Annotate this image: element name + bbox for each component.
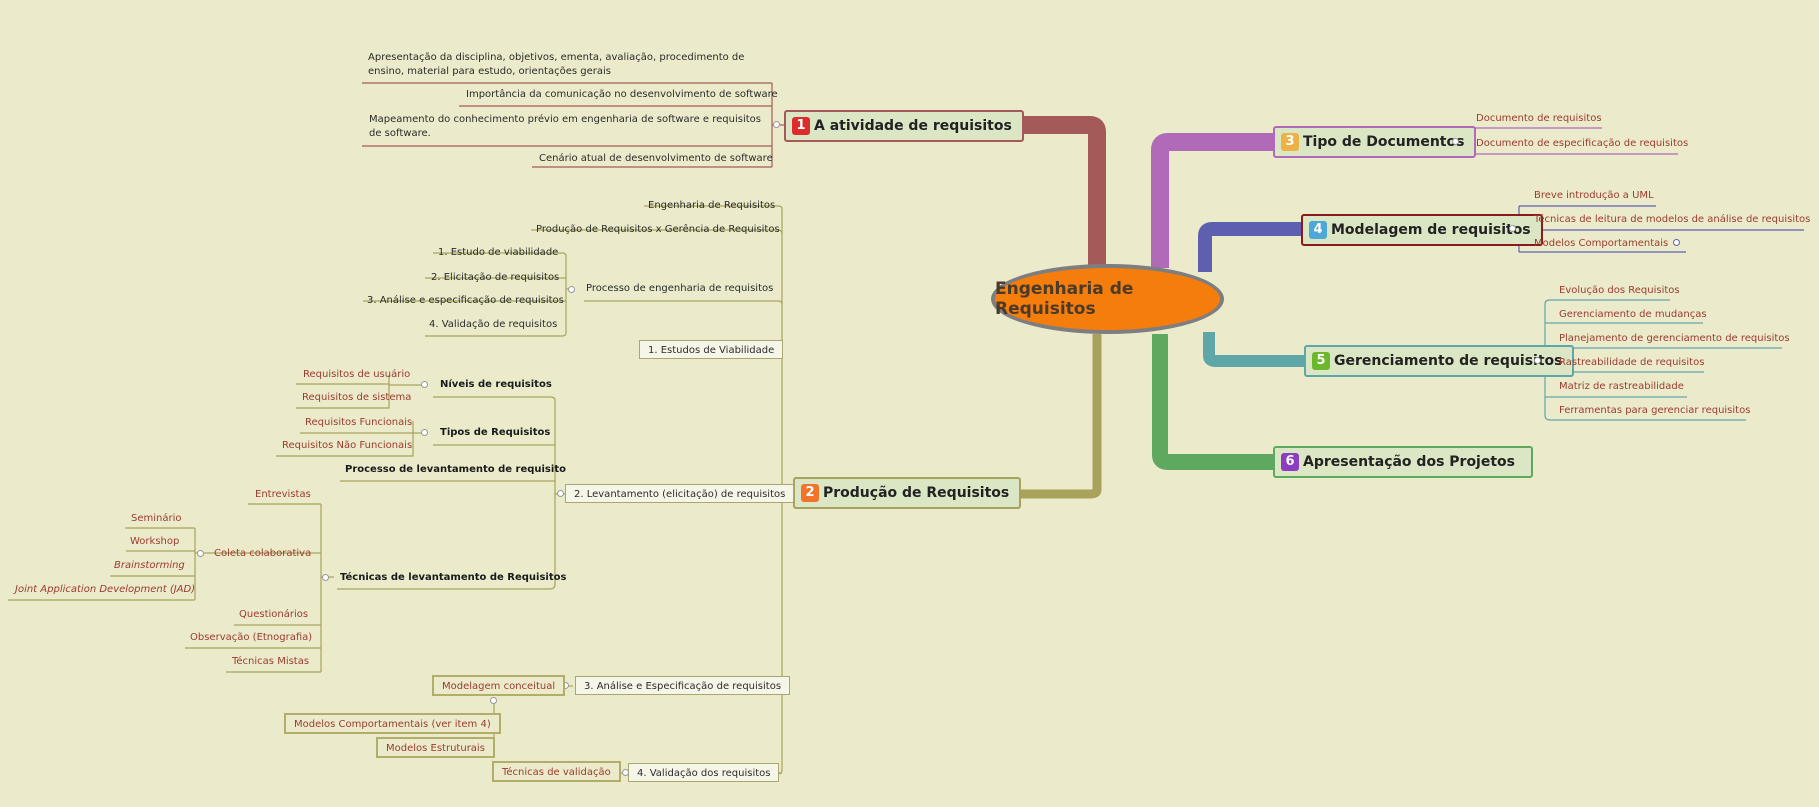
list-item: Entrevistas [255,489,311,500]
list-item: Importância da comunicação no desenvolvi… [466,89,778,100]
collapse-toggle[interactable] [1509,225,1516,232]
list-item: Brainstorming [114,560,185,571]
tipos-requisitos: Tipos de Requisitos [440,427,551,438]
validacao-node[interactable]: 4. Validação dos requisitos [628,763,780,782]
topic-title: Produção de Requisitos [823,485,1010,501]
collapse-toggle[interactable] [1534,357,1541,364]
collapse-toggle[interactable] [622,769,629,776]
collapse-toggle[interactable] [557,490,564,497]
levantamento-node[interactable]: 2. Levantamento (elicitação) de requisit… [565,484,795,503]
list-item: Ferramentas para gerenciar requisitos [1559,405,1751,416]
list-item: Técnicas de leitura de modelos de anális… [1534,214,1811,225]
list-item: Engenharia de Requisitos [648,200,776,211]
list-item: Matriz de rastreabilidade [1559,381,1684,392]
modelos-estruturais-node[interactable]: Modelos Estruturais [376,737,495,758]
list-item: Requisitos de usuário [303,369,411,380]
topic-title: Apresentação dos Projetos [1303,454,1515,470]
niveis-requisitos: Níveis de requisitos [440,379,552,390]
list-item: Seminário [131,513,182,524]
modelos-comportamentais-node[interactable]: Modelos Comportamentais (ver item 4) [284,713,501,734]
list-item: Modelos Comportamentais [1534,238,1669,249]
list-item: Requisitos Não Funcionais [282,440,413,451]
analise-especificacao-node[interactable]: 3. Análise e Especificação de requisitos [575,676,791,695]
list-item: 3. Análise e especificação de requisitos [367,295,564,306]
collapse-toggle[interactable] [490,697,497,704]
expand-toggle[interactable] [1673,239,1680,246]
list-item: Requisitos Funcionais [305,417,413,428]
list-item: Cenário atual de desenvolvimento de soft… [539,153,773,164]
topic-title: Tipo de Documentos [1303,134,1465,150]
list-item: Requisitos de sistema [302,392,412,403]
topic-title: Gerenciamento de requisitos [1334,353,1563,369]
topic-title: A atividade de requisitos [814,118,1012,134]
number-badge: 2 [801,484,819,502]
number-badge: 6 [1281,453,1299,471]
list-item: Joint Application Development (JAD) [15,584,196,595]
list-item: Documento de requisitos [1476,113,1602,124]
processo-levantamento: Processo de levantamento de requisito [345,464,566,475]
list-item: Técnicas Mistas [232,656,310,667]
number-badge: 4 [1309,221,1327,239]
list-item: 2. Elicitação de requisitos [431,272,560,283]
list-item: Produção de Requisitos x Gerência de Req… [536,224,780,235]
collapse-toggle[interactable] [1452,138,1459,145]
tecnicas-levantamento: Técnicas de levantamento de Requisitos [340,572,567,583]
modelagem-conceitual-node[interactable]: Modelagem conceitual [432,675,566,696]
list-item: Rastreabilidade de requisitos [1559,357,1705,368]
processo-eng-requisitos: Processo de engenharia de requisitos [586,283,774,294]
central-topic[interactable]: Engenharia de Requisitos [991,264,1224,334]
list-item: Planejamento de gerenciamento de requisi… [1559,333,1790,344]
estudos-viabilidade-node[interactable]: 1. Estudos de Viabilidade [639,340,784,359]
list-item: Mapeamento do conhecimento prévio em eng… [369,114,761,139]
number-badge: 3 [1281,133,1299,151]
list-item: Workshop [130,536,180,547]
list-item: 4. Validação de requisitos [429,319,558,330]
list-item: Gerenciamento de mudanças [1559,309,1707,320]
number-badge: 5 [1312,352,1330,370]
tecnicas-validacao-node[interactable]: Técnicas de validação [492,761,621,782]
collapse-toggle[interactable] [421,429,428,436]
list-item: Evolução dos Requisitos [1559,285,1680,296]
coleta-colaborativa: Coleta colaborativa [214,548,312,559]
collapse-toggle[interactable] [568,286,575,293]
list-item: Apresentação da disciplina, objetivos, e… [368,52,745,77]
list-item: Questionários [239,609,309,620]
collapse-toggle[interactable] [322,574,329,581]
collapse-toggle[interactable] [773,121,780,128]
list-item: Observação (Etnografia) [190,632,313,643]
number-badge: 1 [792,117,810,135]
collapse-toggle[interactable] [197,550,204,557]
topic-title: Modelagem de requisitos [1331,222,1531,238]
collapse-toggle[interactable] [421,381,428,388]
list-item: Documento de especificação de requisitos [1476,138,1689,149]
list-item: 1. Estudo de viabilidade [438,247,559,258]
list-item: Breve introdução a UML [1534,190,1654,201]
